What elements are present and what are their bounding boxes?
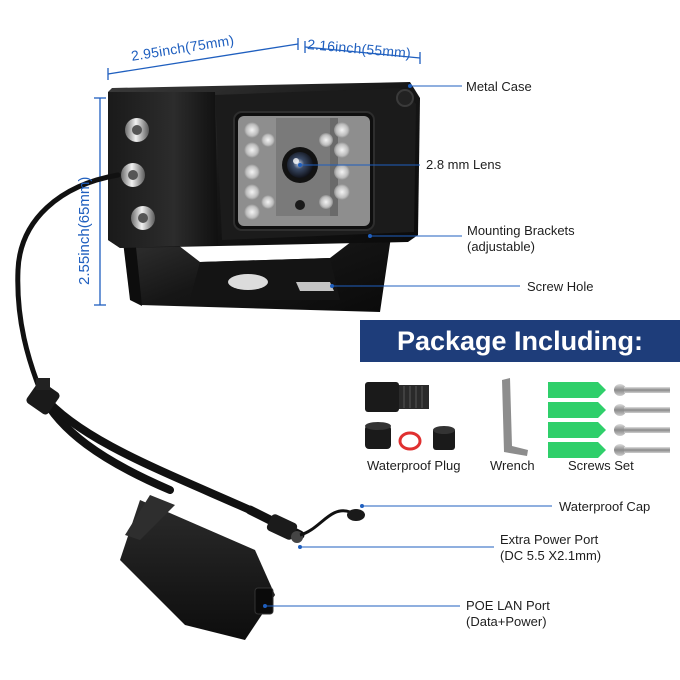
anchor-plugs xyxy=(548,382,606,458)
callout-lines xyxy=(265,85,552,607)
extra-power-port-label: Extra Power Port xyxy=(500,532,599,547)
wrench-caption: Wrench xyxy=(490,458,535,473)
mounting-brackets-label: Mounting Brackets xyxy=(467,223,575,238)
side-chrome-screws xyxy=(121,118,155,230)
screw-hole-right xyxy=(296,282,334,291)
dimension-lines xyxy=(94,38,421,306)
power-port-connector xyxy=(245,505,305,543)
screw-hole-left xyxy=(228,274,268,290)
poe-lan-port-spec: (Data+Power) xyxy=(466,614,547,629)
light-sensor xyxy=(295,200,305,210)
mounting-knob-right xyxy=(396,89,414,107)
metal-case-label: Metal Case xyxy=(466,79,532,94)
waterproof-plug-caption: Waterproof Plug xyxy=(367,458,461,473)
waterproof-cap-label: Waterproof Cap xyxy=(559,499,651,514)
extra-power-port-spec: (DC 5.5 X2.1mm) xyxy=(500,548,602,563)
height-dimension-label: 2.55inch(65mm) xyxy=(76,176,93,285)
mounting-brackets-note: (adjustable) xyxy=(467,239,535,254)
ir-led-array xyxy=(244,122,350,220)
poe-junction-box xyxy=(120,495,275,640)
o-ring xyxy=(398,431,422,451)
wrench-illustration xyxy=(502,378,528,456)
callout-dots xyxy=(263,84,412,608)
screws-set-caption: Screws Set xyxy=(568,458,634,473)
package-including-banner: Package Including: xyxy=(360,320,680,362)
screw-hole-label: Screw Hole xyxy=(527,279,594,294)
waterproof-cap-illustration xyxy=(299,509,365,537)
poe-lan-port-label: POE LAN Port xyxy=(466,598,550,613)
screws-illustration xyxy=(614,384,670,456)
lens-label: 2.8 mm Lens xyxy=(426,157,502,172)
cable-splitter xyxy=(26,381,60,415)
waterproof-plug-kit xyxy=(365,382,455,451)
mounting-bracket xyxy=(118,200,392,312)
